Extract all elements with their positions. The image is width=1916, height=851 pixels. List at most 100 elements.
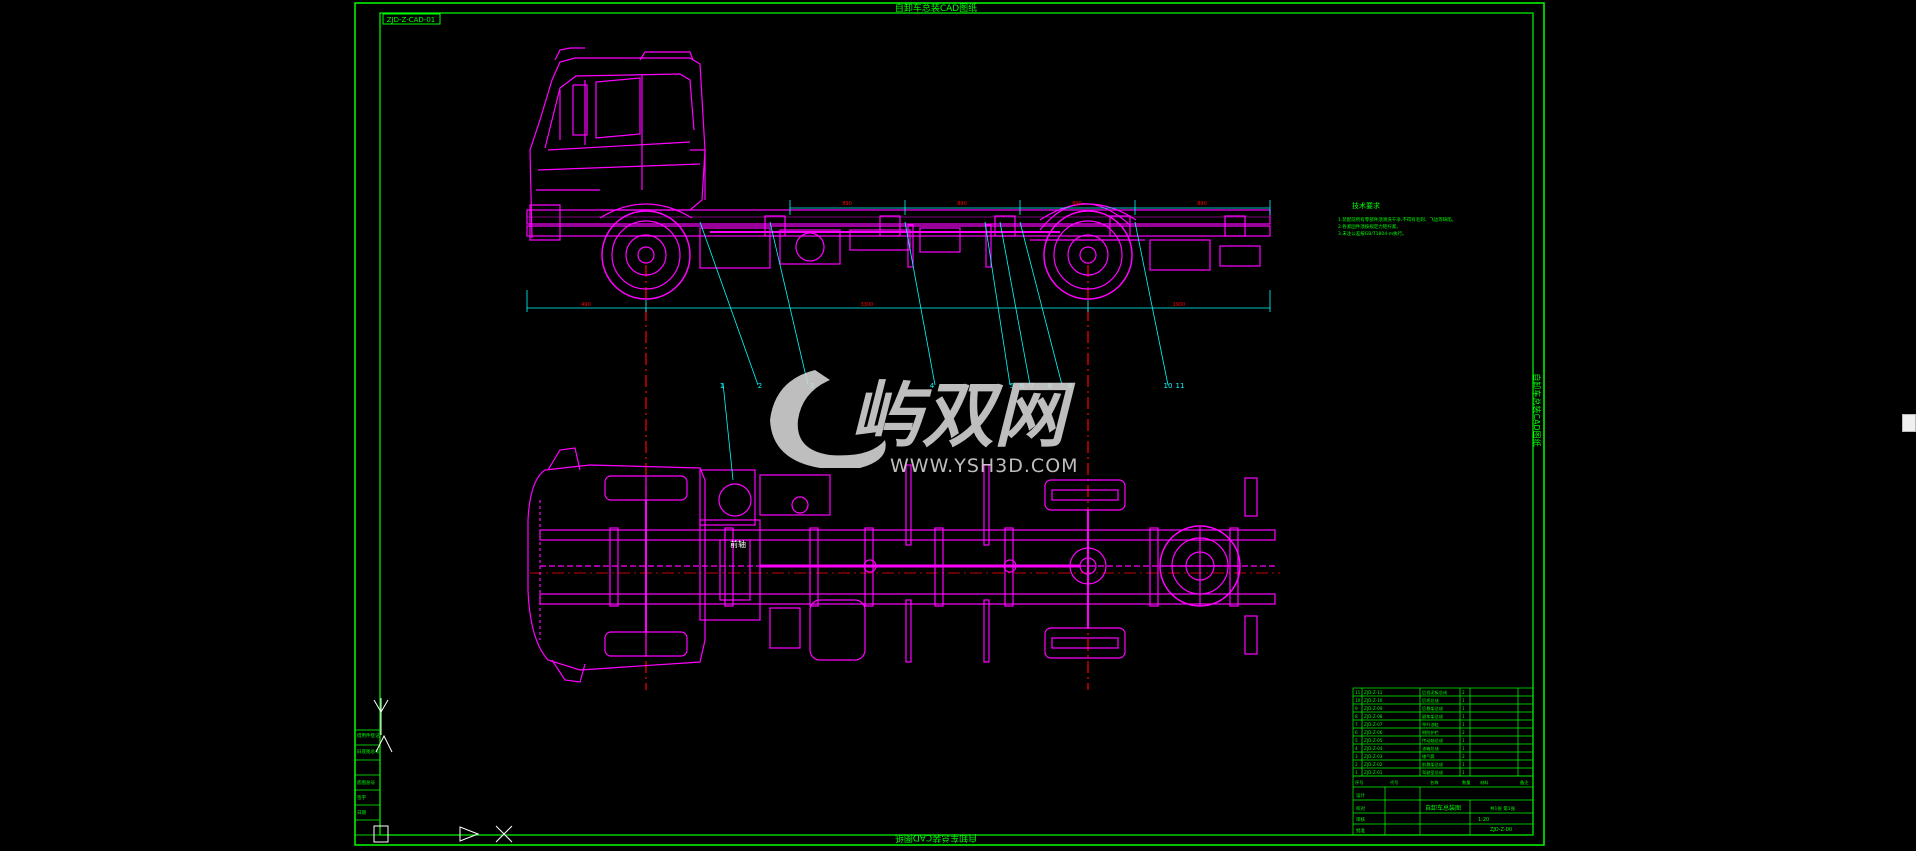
part-row-code: ZJD-Z-10	[1364, 698, 1383, 703]
part-row-qty: 1	[1462, 722, 1465, 727]
part-row-name: 后桥总成	[1422, 697, 1439, 704]
strip-label-5: 日期	[357, 810, 366, 816]
part-row-no: 9	[1355, 706, 1358, 711]
balloon-7: 7	[1030, 382, 1034, 390]
header-remark: 备注	[1520, 779, 1529, 786]
balloon-10: 10	[1164, 382, 1173, 390]
watermark: 屿双网 WWW.YSH3D.COM	[770, 370, 1079, 477]
balloon-8: 8	[1048, 382, 1052, 390]
truck-top-view	[527, 447, 1276, 683]
part-row-no: 1	[1355, 770, 1358, 775]
part-row-no: 4	[1355, 746, 1358, 751]
notes-title: 技术要求	[1352, 201, 1380, 210]
part-row-name: 油箱总成	[1422, 745, 1439, 752]
part-row-code: ZJD-Z-05	[1364, 738, 1383, 743]
part-row-no: 8	[1355, 714, 1358, 719]
part-row-qty: 1	[1462, 698, 1465, 703]
balloon-4: 4	[930, 382, 935, 390]
part-row-code: ZJD-Z-09	[1364, 706, 1383, 711]
part-row-name: 前悬架总成	[1422, 761, 1443, 768]
part-row-name: 驾驶室总成	[1422, 769, 1443, 776]
title-block-sheet: 共1张 第1张	[1490, 805, 1516, 812]
title-role-check: 校对	[1356, 805, 1365, 812]
drawing-frame	[354, 2, 1545, 846]
strip-label-4: 签字	[357, 794, 366, 801]
part-row-no: 2	[1355, 762, 1358, 767]
part-row-name: 传动轴总成	[1422, 737, 1443, 744]
dim-bottom-3: 1900	[1173, 302, 1186, 308]
part-row-name: 后挡泥板总成	[1422, 689, 1447, 696]
dim-bottom-1: 490	[581, 302, 591, 308]
part-row-qty: 2	[1462, 754, 1465, 759]
parts-list-header: 序号 代号 名称 数量 材料 备注	[1355, 779, 1529, 786]
dim-top-4: 890	[1197, 201, 1207, 207]
part-row-qty: 2	[1462, 730, 1465, 735]
part-row-code: ZJD-Z-01	[1364, 770, 1383, 775]
part-row-code: ZJD-Z-04	[1364, 746, 1383, 751]
balloon-6: 6	[1020, 382, 1025, 390]
balloon-9: 9	[1068, 382, 1072, 390]
note-2: 2.各紧固件须按规定力矩拧紧。	[1338, 223, 1401, 230]
part-row-no: 10	[1355, 698, 1361, 703]
balloon-2: 2	[758, 382, 762, 390]
title-block: 自卸车总装图 ZJD-Z-00 1:20 共1张 第1张 设计 校对 审核 批准	[1356, 792, 1516, 834]
header-name: 名称	[1430, 779, 1438, 786]
ucs-icon	[373, 698, 513, 843]
part-row-no: 11	[1355, 690, 1361, 695]
part-row-qty: 1	[1462, 706, 1465, 711]
balloon-1: 1	[720, 382, 724, 390]
title-role-approve: 批准	[1356, 827, 1365, 834]
part-row-no: 7	[1355, 722, 1358, 727]
note-1: 1.装配前所有零部件须清洗干净,不得有毛刺、飞边等缺陷。	[1338, 216, 1456, 223]
part-row-code: ZJD-Z-03	[1364, 754, 1383, 759]
header-no: 序号	[1355, 779, 1363, 786]
note-3: 3.未注公差按GB/T1804-m执行。	[1338, 230, 1407, 237]
part-row-code: ZJD-Z-11	[1364, 690, 1383, 695]
truck-side-view	[526, 47, 1271, 300]
part-row-no: 3	[1355, 754, 1358, 759]
part-row-name: 举升油缸	[1422, 721, 1440, 728]
dim-top-3: 890	[1072, 201, 1082, 207]
header-qty: 数量	[1462, 779, 1470, 786]
watermark-url: WWW.YSH3D.COM	[890, 455, 1079, 477]
centerlines	[530, 265, 1280, 690]
title-role-design: 设计	[1356, 792, 1365, 799]
drawing-code: ZJD-Z-CAD-01	[387, 16, 435, 24]
part-row-code: ZJD-Z-02	[1364, 762, 1383, 767]
part-row-code: ZJD-Z-08	[1364, 714, 1383, 719]
title-block-title: 自卸车总装图	[1425, 804, 1461, 812]
header-code: 代号	[1390, 779, 1398, 786]
strip-label-2: 旧底图总号	[357, 748, 380, 755]
dim-top-2: 890	[957, 201, 967, 207]
balloon-5: 5	[1010, 382, 1014, 390]
front-axle-mark: 前轴	[730, 539, 746, 549]
title-role-review: 审核	[1356, 816, 1365, 823]
drawing-code-box	[382, 13, 441, 25]
part-row-no: 5	[1355, 738, 1358, 743]
part-row-qty: 1	[1462, 746, 1465, 751]
balloon-11: 11	[1176, 382, 1185, 390]
parts-list-rows: 11 ZJD-Z-11 后挡泥板总成 2 10 ZJD-Z-10 后桥总成 1 …	[1355, 689, 1465, 776]
parts-list-table	[1352, 687, 1534, 836]
title-block-scale: 1:20	[1478, 817, 1489, 823]
top-banner: 自卸车总装CAD图纸	[895, 2, 977, 14]
part-row-qty: 1	[1462, 714, 1465, 719]
scrollbar-thumb[interactable]	[1902, 414, 1916, 432]
left-strip-labels: 借用件登记 旧底图总号 底图总号 签字 日期	[357, 732, 380, 816]
part-row-name: 侧防护栏	[1422, 729, 1439, 736]
watermark-brand: 屿双网	[850, 373, 1076, 457]
part-row-qty: 1	[1462, 762, 1465, 767]
part-row-name: 副车架总成	[1422, 713, 1443, 720]
strip-label-1: 借用件登记	[357, 732, 380, 739]
part-row-qty: 2	[1462, 690, 1465, 695]
part-row-code: ZJD-Z-07	[1364, 722, 1383, 727]
dim-bottom-2: 3300	[861, 302, 874, 308]
header-material: 材料	[1480, 779, 1489, 786]
part-row-qty: 1	[1462, 770, 1465, 775]
part-row-qty: 1	[1462, 738, 1465, 743]
strip-label-3: 底图总号	[357, 779, 375, 786]
left-registration-strip	[354, 729, 381, 836]
part-row-name: 储气筒	[1422, 753, 1435, 760]
